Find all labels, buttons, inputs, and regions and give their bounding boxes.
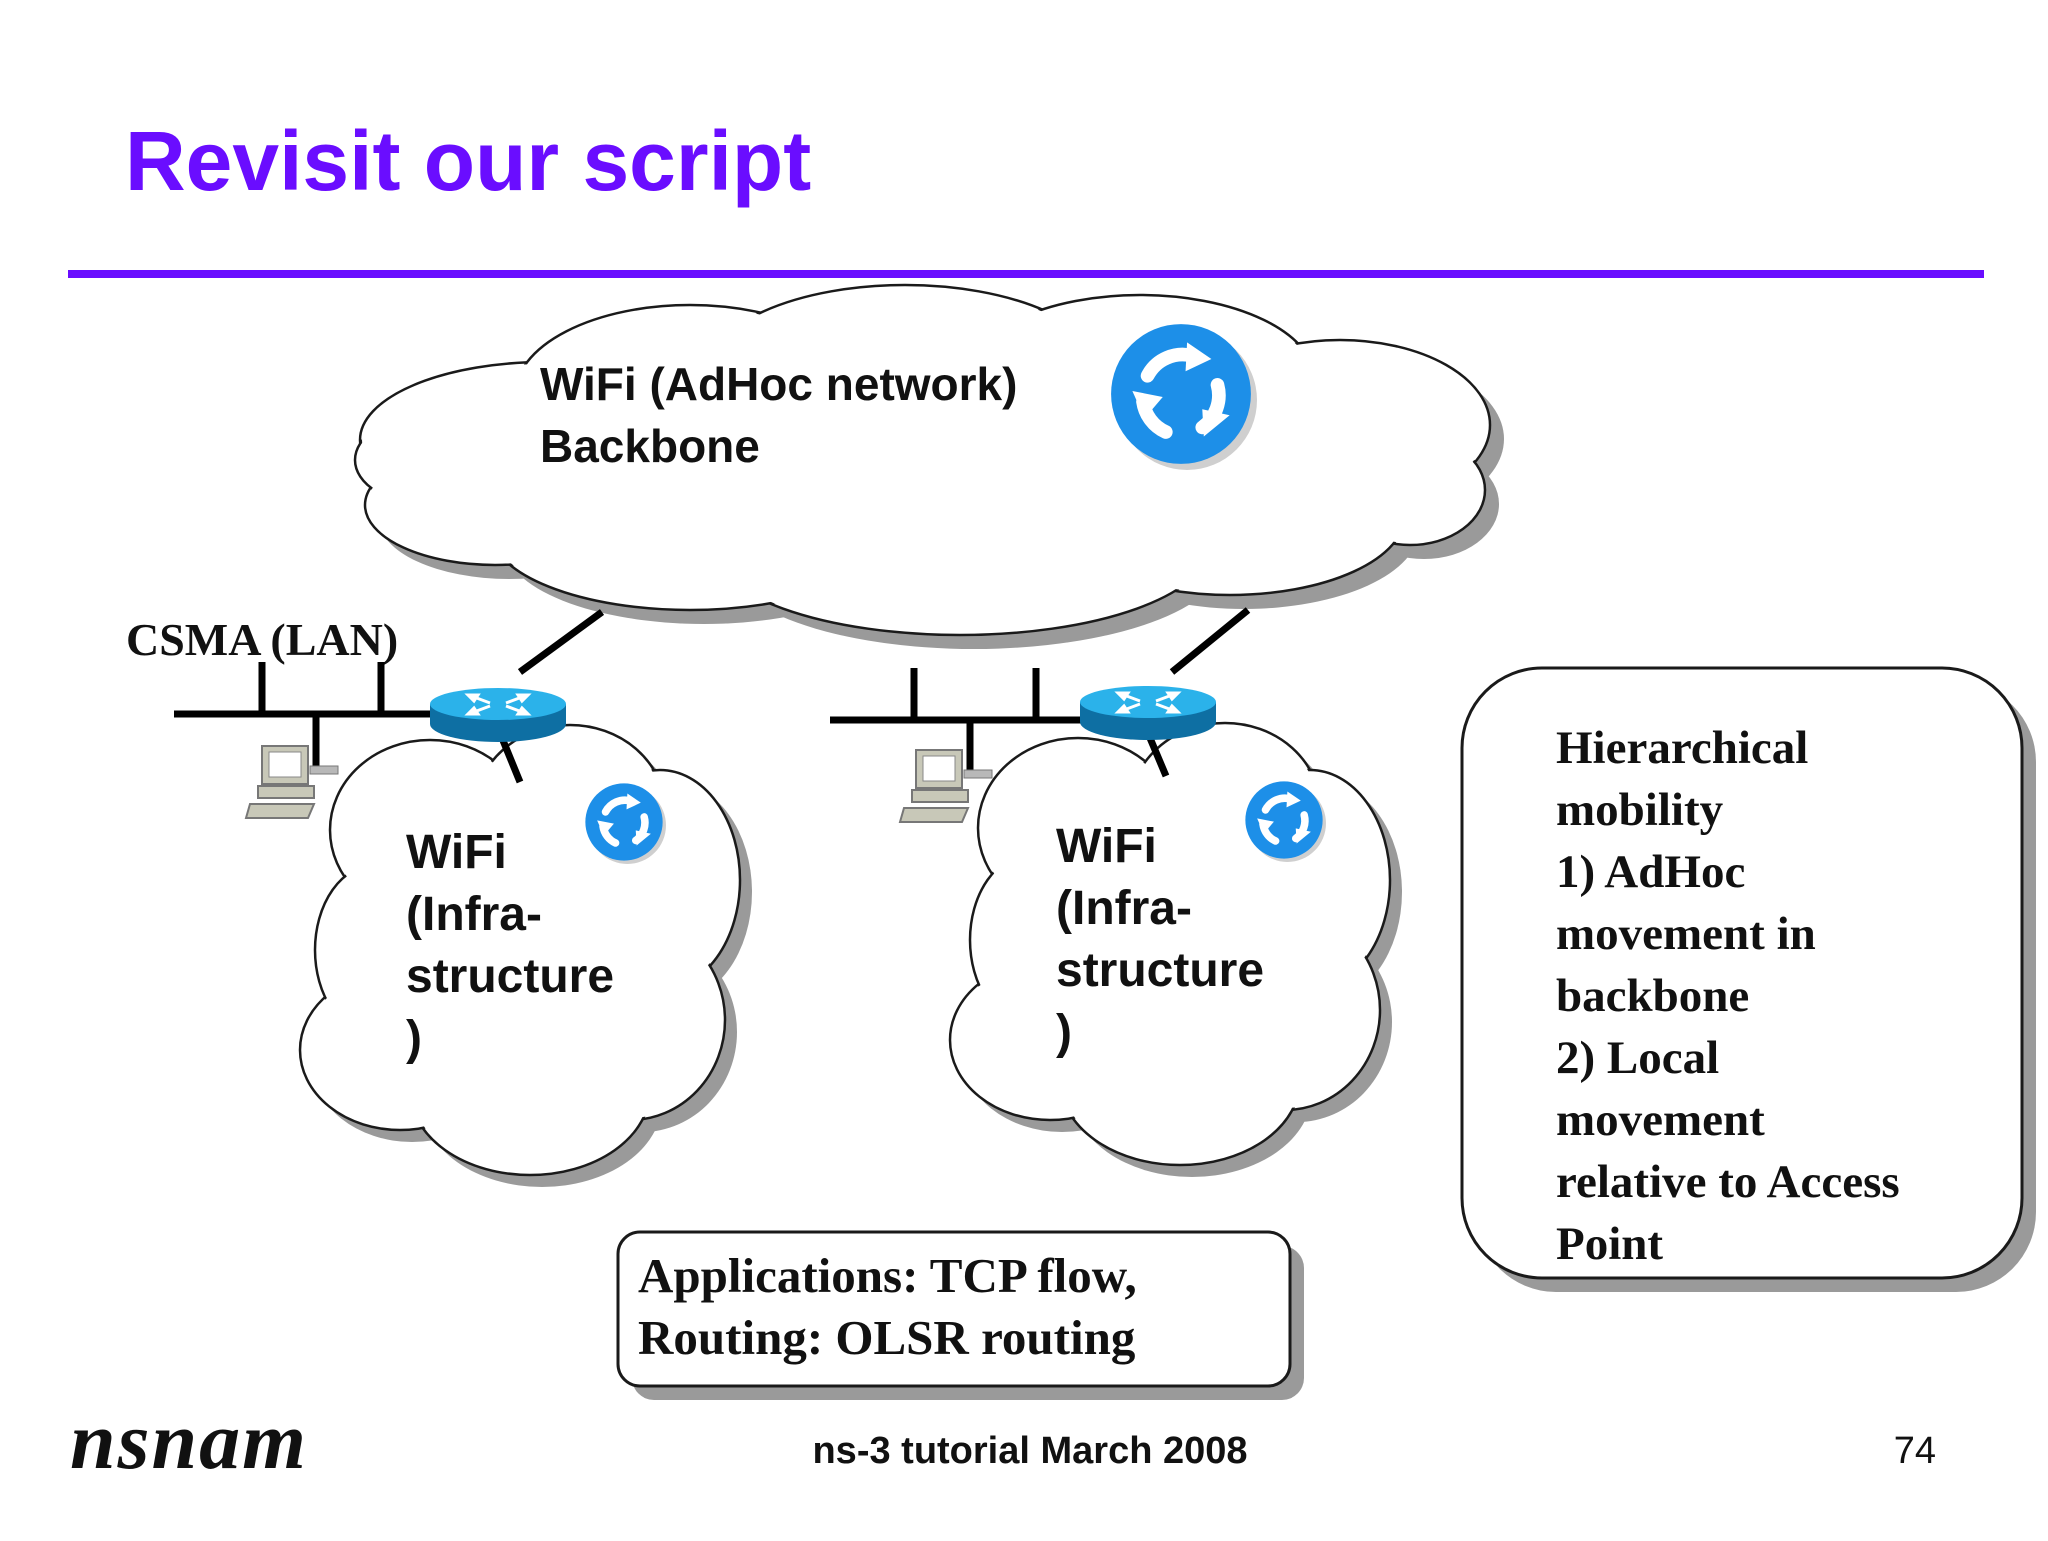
router-icon <box>1078 684 1218 742</box>
router-icon <box>428 686 568 744</box>
infra-cloud-right-label-line1: WiFi <box>1056 820 1157 873</box>
backbone-cloud-label-line1: WiFi (AdHoc network) <box>540 358 1017 410</box>
mobility-note-line: Hierarchical <box>1556 722 1808 774</box>
mobility-note-line: backbone <box>1556 970 1749 1022</box>
csma-label: CSMA (LAN) <box>126 614 398 665</box>
mobility-note-line: movement in <box>1556 908 1816 960</box>
infra-cloud-left-label-line4: ) <box>406 1012 422 1065</box>
apps-routing-box <box>616 1230 1304 1400</box>
apps-routing-line1: Applications: TCP flow, <box>638 1248 1137 1303</box>
mobility-note-line: mobility <box>1556 784 1724 836</box>
footer-title: ns-3 tutorial March 2008 <box>812 1430 1247 1472</box>
backbone-cloud <box>353 283 1504 649</box>
mobility-note-line: Point <box>1556 1218 1663 1270</box>
computer-icon <box>899 749 993 823</box>
mobility-note-line: relative to Access <box>1556 1156 1900 1208</box>
link-right-router-infra <box>1146 736 1170 778</box>
mobility-note-box <box>1460 666 2036 1292</box>
computer-icon <box>245 745 339 819</box>
infra-cloud-left-label-line1: WiFi <box>406 826 507 879</box>
mobility-note-line: 2) Local <box>1556 1032 1719 1084</box>
link-left-router-backbone <box>517 609 605 675</box>
infra-cloud-left-label-line3: structure <box>406 950 614 1003</box>
mobility-note-line: 1) AdHoc <box>1556 846 1745 898</box>
link-right-router-backbone <box>1169 607 1251 675</box>
link-left-router-infra <box>498 736 524 784</box>
infra-cloud-right <box>948 721 1402 1177</box>
infra-cloud-right-label-line2: (Infra- <box>1056 882 1192 935</box>
backbone-cloud-label-line2: Backbone <box>540 420 760 472</box>
infra-cloud-right-label-line3: structure <box>1056 944 1264 997</box>
mobility-note-text: Hierarchical mobility 1) AdHoc movement … <box>1556 722 1900 1270</box>
nsnam-logo: nsnam <box>70 1395 308 1486</box>
csma-lan-left <box>174 662 432 768</box>
page-title: Revisit our script <box>125 114 811 208</box>
page-number: 74 <box>1894 1430 1936 1472</box>
title-rule <box>68 270 1984 278</box>
infra-cloud-left-label-line2: (Infra- <box>406 888 542 941</box>
infra-cloud-right-label-line4: ) <box>1056 1006 1072 1059</box>
csma-lan-right <box>830 668 1082 772</box>
mobility-note-line: movement <box>1556 1094 1765 1146</box>
apps-routing-line2: Routing: OLSR routing <box>638 1310 1136 1365</box>
